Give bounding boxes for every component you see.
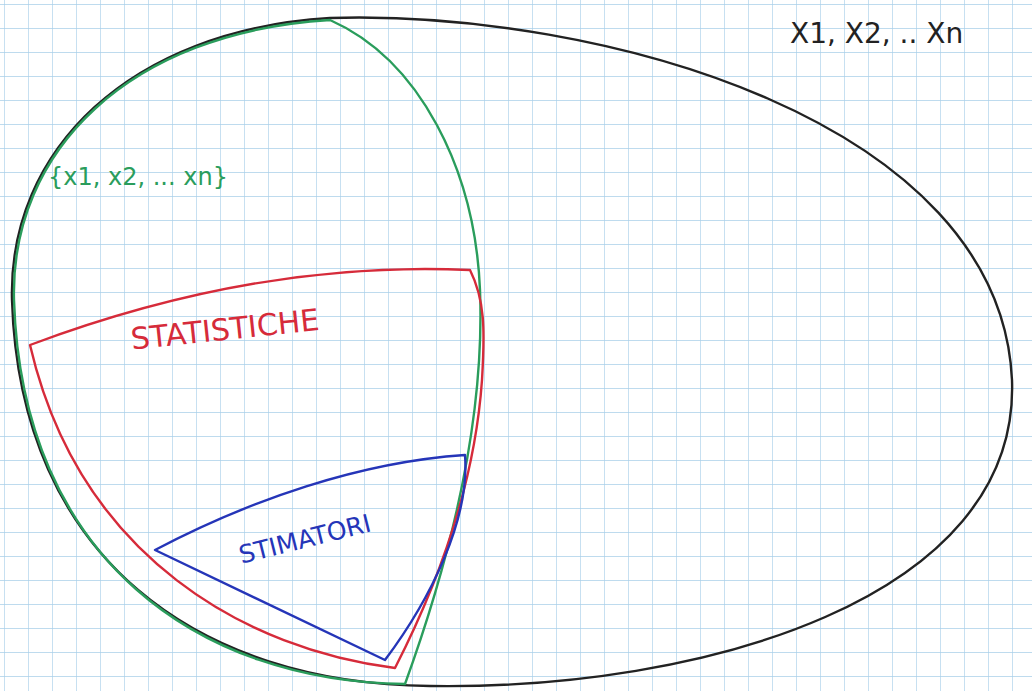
sample-region-outline xyxy=(10,16,490,688)
estimators-label: STIMATORI xyxy=(236,510,374,571)
statistics-label: STATISTICHE xyxy=(129,303,321,357)
sample-region: {x1, x2, ... xn} STATISTICHE STIMATORI xyxy=(10,16,490,688)
population-label: X1, X2, .. Xn xyxy=(790,18,963,50)
sample-label: {x1, x2, ... xn} xyxy=(48,164,228,192)
estimators-region-outline xyxy=(150,450,472,664)
statistics-region: STATISTICHE STIMATORI xyxy=(28,262,488,672)
estimators-region: STIMATORI xyxy=(150,450,472,664)
